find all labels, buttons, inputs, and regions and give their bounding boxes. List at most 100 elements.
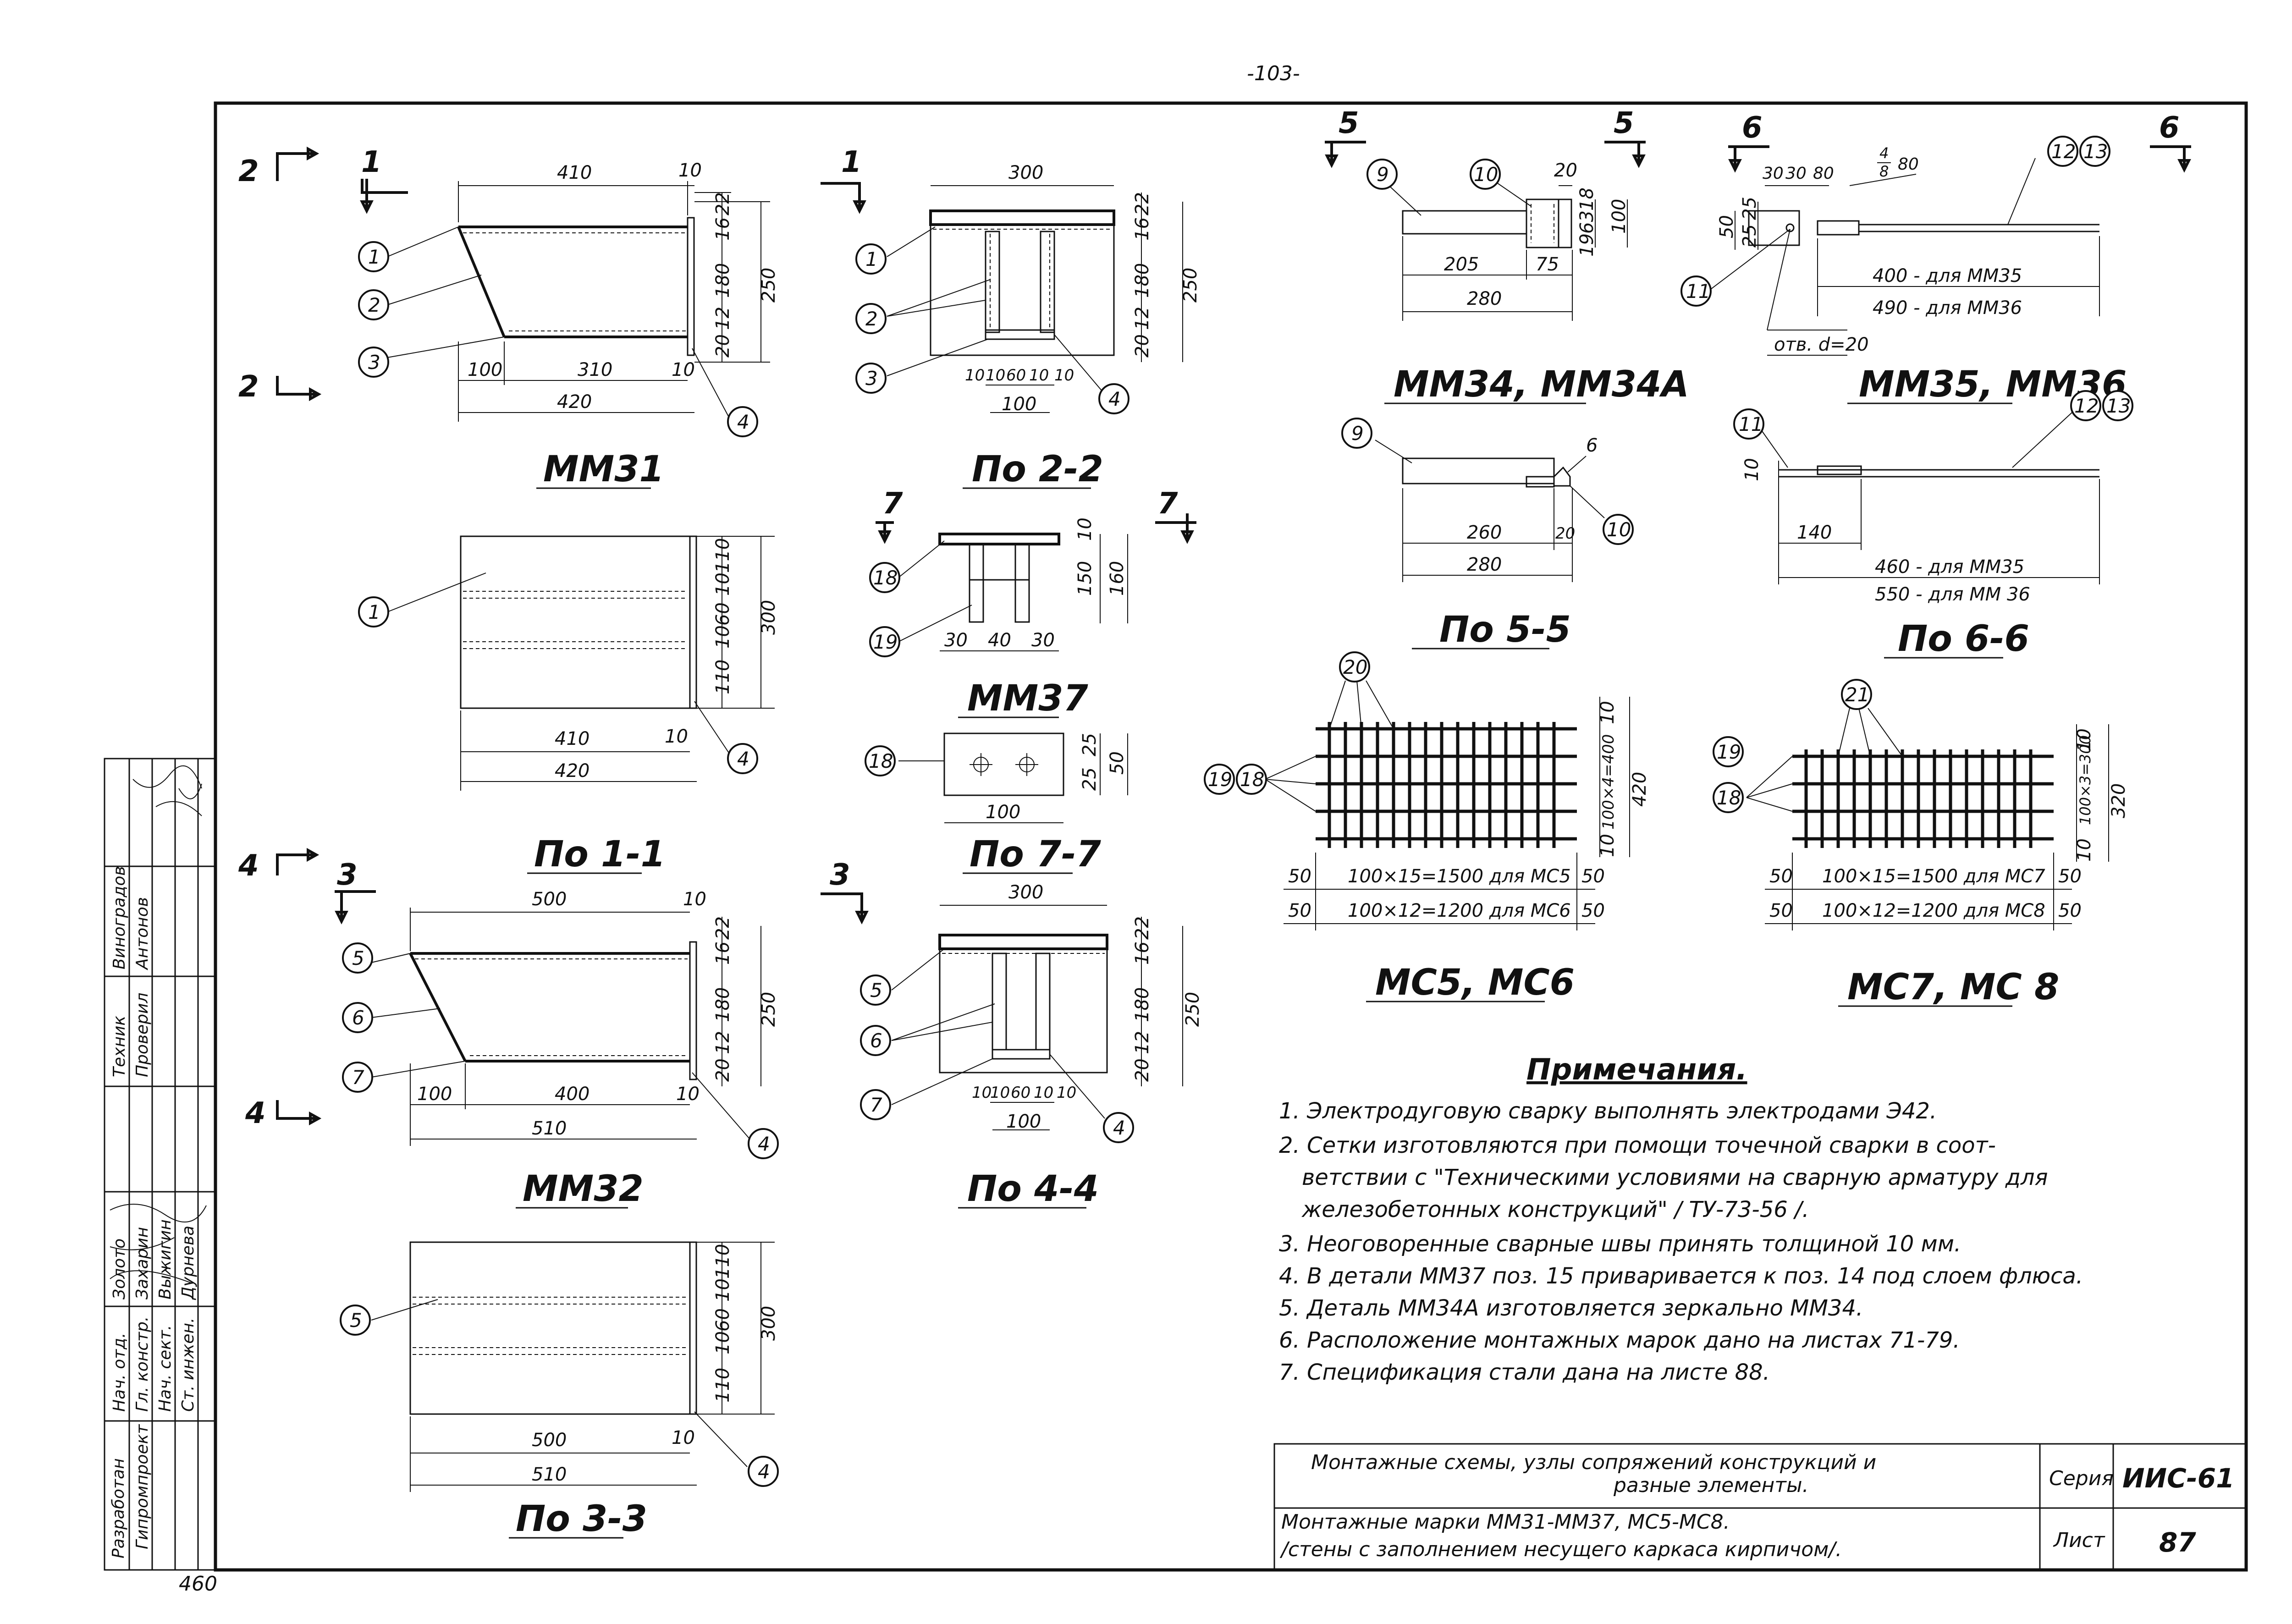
p44-dim-v5: 20 — [1132, 1058, 1153, 1082]
mm34-title: ММ34, ММ34А — [1394, 364, 1689, 405]
bubble-2-a: 2 — [358, 289, 389, 320]
bubble-1-b: 1 — [855, 243, 887, 275]
mm35-dim-v3: 25 — [1739, 224, 1760, 248]
mc56-dim-m1: 100×15=1500 для МС5 — [1348, 866, 1571, 887]
p44-dim-h: 250 — [1182, 992, 1203, 1027]
bubble-21: 21 — [1841, 679, 1872, 710]
svg-text:11: 11 — [1739, 413, 1763, 435]
svg-text:18: 18 — [1240, 768, 1264, 791]
mm35-len1: 400 - для ММ35 — [1873, 265, 2022, 286]
stamp-name-4: Дурнева — [179, 1226, 198, 1300]
mm32-dim-v1: 22 — [712, 916, 733, 940]
svg-text:13: 13 — [2106, 395, 2131, 417]
bubble-10-b: 10 — [1603, 514, 1634, 545]
mc56-dim-r2: 50 — [1581, 900, 1605, 921]
mc78-dim-h: 320 — [2108, 783, 2129, 818]
p11-dim-w: 410 — [555, 728, 590, 749]
p22-dim-b2: 10 — [986, 366, 1005, 385]
mc78-dim-v2: 100×3=300 — [2077, 735, 2094, 825]
note-7: 7. Спецификация стали дана на листе 88. — [1279, 1360, 1770, 1385]
bubble-13-b: 13 — [2102, 390, 2133, 421]
p44-dim-b4: 10 — [1034, 1084, 1053, 1102]
mm31-dim-total: 420 — [557, 391, 592, 413]
mm31-dim-v4: 12 — [712, 307, 733, 330]
svg-text:7: 7 — [870, 1094, 882, 1116]
mc56-dim-r1: 50 — [1581, 866, 1605, 887]
p22-title: По 2-2 — [972, 449, 1103, 490]
mm35-dim-b: 30 — [1785, 164, 1807, 183]
p44-dim-v2: 16 — [1132, 941, 1153, 965]
tb-sheet-value: 87 — [2159, 1527, 2196, 1558]
svg-text:4: 4 — [1108, 388, 1121, 410]
p55-dim-note: 6 — [1586, 435, 1598, 456]
svg-text:5: 5 — [352, 947, 364, 969]
bubble-4-b: 4 — [1098, 383, 1129, 414]
note-6: 6. Расположение монтажных марок дано на … — [1279, 1327, 1960, 1353]
mc56-dim-v3: 10 — [1597, 834, 1618, 857]
tb-series-value: ИИС-61 — [2122, 1463, 2234, 1494]
left-page-number: 460 — [179, 1572, 217, 1596]
bubble-14-b: 18 — [865, 745, 896, 776]
bubble-12-b: 12 — [2070, 390, 2101, 421]
svg-text:4: 4 — [758, 1460, 770, 1483]
mm32-title: ММ32 — [523, 1168, 644, 1210]
mm34-drawing: 5 5 205 75 280 20 18 63 19 100 ММ34, ММ3… — [1325, 106, 1689, 405]
mm35-dim-a: 30 — [1763, 164, 1784, 183]
mm35-frac-den: 8 — [1879, 163, 1889, 180]
bubble-20: 20 — [1339, 651, 1370, 683]
bubble-9-a: 9 — [1366, 159, 1398, 190]
note-3: 3. Неоговоренные сварные швы принять тол… — [1279, 1231, 1961, 1257]
svg-text:1: 1 — [368, 601, 380, 623]
p55-dim-total: 280 — [1467, 554, 1502, 575]
p22-dim-v3: 180 — [1132, 263, 1153, 298]
tb-line-1: Монтажные схемы, узлы сопряжений констру… — [1311, 1451, 1876, 1474]
p11-dim-h: 300 — [758, 600, 779, 635]
svg-text:4: 4 — [737, 748, 749, 770]
note-1: 1. Электродуговую сварку выполнять элект… — [1279, 1098, 1937, 1124]
p44-dim-top: 300 — [1008, 882, 1043, 903]
p11-dim-v1: 110 — [712, 538, 733, 573]
p44-dim-v1: 22 — [1132, 916, 1153, 940]
mm34-dim-v2: 63 — [1576, 210, 1598, 234]
svg-text:1: 1 — [865, 248, 878, 270]
mm32-dim-top: 500 — [532, 889, 567, 910]
bubble-13-a: 13 — [2079, 136, 2110, 167]
mm34-dim-v1: 18 — [1576, 187, 1598, 211]
p22-dim-v5: 20 — [1132, 334, 1153, 358]
p77-dim-v2: 25 — [1079, 767, 1100, 791]
svg-text:6: 6 — [870, 1029, 882, 1052]
p44-dim-b5: 10 — [1057, 1084, 1076, 1102]
mm32-dim-bot-b: 400 — [555, 1084, 590, 1105]
mc78-dim-v3: 10 — [2074, 838, 2095, 862]
p55-dim-b: 20 — [1555, 524, 1575, 543]
mc56-dim-v2: 100×4=400 — [1599, 734, 1618, 830]
side-stamp: Разработан Гипромпроект Нач. отд. Гл. ко… — [104, 758, 216, 1571]
bubble-1-c: 1 — [358, 596, 389, 628]
tb-line-2: разные элементы. — [1613, 1474, 1809, 1497]
p66-title: По 6-6 — [1898, 618, 2029, 660]
mc78-dim-l1: 50 — [1769, 866, 1793, 887]
p66-dim-a: 140 — [1797, 522, 1832, 543]
mm37-dim-b2: 40 — [988, 630, 1011, 651]
p22-dim-b4: 10 — [1029, 366, 1049, 385]
svg-text:4: 4 — [758, 1133, 770, 1155]
bubble-4-e: 4 — [1103, 1112, 1134, 1143]
p22-dim-h: 250 — [1180, 268, 1201, 303]
bubble-6-a: 6 — [342, 1002, 373, 1033]
p11-dim-v3: 60 — [712, 602, 733, 626]
bubble-1-a: 1 — [358, 241, 389, 272]
stamp-role-1: Нач. отд. — [110, 1332, 129, 1412]
stamp-name-5: Виноградов — [110, 866, 129, 969]
tb-series-label: Серия — [2049, 1467, 2114, 1490]
svg-text:13: 13 — [2083, 140, 2108, 163]
bubble-15-a: 19 — [869, 626, 900, 657]
mm31-dim-bot-r: 10 — [672, 359, 695, 380]
p44-cut-num: 3 — [830, 858, 850, 892]
mm32-dim-v3: 180 — [712, 987, 733, 1022]
mm35-dim-v1: 50 — [1716, 215, 1737, 238]
stamp-name-2: Захарин — [133, 1227, 152, 1299]
mc78-dim-m1: 100×15=1500 для МС7 — [1822, 866, 2045, 887]
svg-text:4: 4 — [1113, 1117, 1125, 1139]
svg-text:9: 9 — [1351, 422, 1364, 445]
bubble-2-b: 2 — [855, 303, 887, 334]
